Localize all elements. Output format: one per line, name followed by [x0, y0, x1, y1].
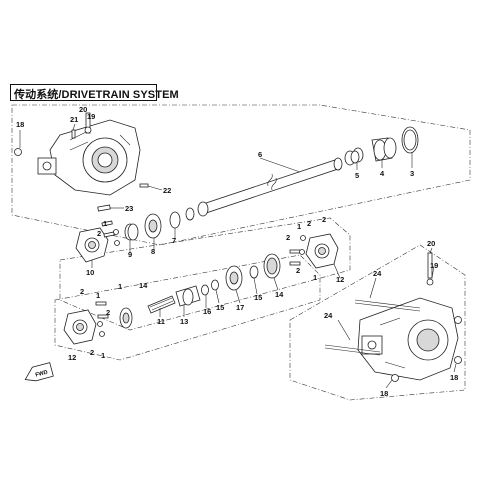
callout-12-right: 12 — [336, 275, 344, 284]
housing-bolts — [71, 129, 149, 212]
forward-arrow-label: FWD — [35, 370, 49, 379]
callout-1-low-c: 1 — [101, 351, 105, 360]
callout-8: 8 — [151, 247, 155, 256]
callout-1: 1 — [103, 219, 107, 228]
lower-assembly-frame — [54, 254, 321, 361]
callout-2-low-c: 2 — [90, 348, 94, 357]
main-driveshaft — [197, 147, 364, 217]
callout-15: 15 — [254, 293, 262, 302]
callout-labels: 18 20 19 21 6 5 4 3 22 23 1 2 7 8 9 10 2… — [16, 105, 458, 398]
callout-4: 4 — [380, 169, 385, 178]
mount-bushings — [14, 148, 462, 382]
callout-7: 7 — [172, 236, 176, 245]
callout-17: 17 — [236, 303, 244, 312]
callout-20: 20 — [79, 105, 87, 114]
callout-2-low-b: 2 — [106, 308, 110, 317]
callout-10: 10 — [86, 268, 94, 277]
callout-23: 23 — [125, 204, 133, 213]
callout-2-mid-d: 2 — [296, 266, 300, 275]
callout-14-right: 14 — [275, 290, 284, 299]
flange-bolts-front — [101, 220, 120, 246]
leader-lines — [19, 123, 457, 389]
long-bolts — [324, 299, 421, 356]
upper-assembly-frame — [11, 104, 471, 246]
callout-1-low-b: 1 — [96, 291, 100, 300]
callout-2-mid-b: 2 — [307, 219, 311, 228]
callout-19: 19 — [87, 112, 95, 121]
callout-9: 9 — [128, 250, 132, 259]
front-flange — [75, 227, 109, 263]
callout-18: 18 — [16, 120, 24, 129]
callout-20-rear: 20 — [427, 239, 435, 248]
callout-12-left: 12 — [68, 353, 76, 362]
callout-2-low-a: 2 — [80, 287, 84, 296]
callout-22: 22 — [163, 186, 171, 195]
vent-tube-rear — [426, 252, 434, 286]
forward-arrow-icon: FWD — [24, 362, 54, 382]
callout-2: 2 — [97, 229, 101, 238]
callout-19-rear: 19 — [430, 261, 438, 270]
callout-1-low-a: 1 — [118, 282, 122, 291]
upper-shaft-small-parts — [124, 207, 195, 241]
lower-left-flange — [63, 301, 133, 345]
callout-18-rear-a: 18 — [450, 373, 458, 382]
callout-24-a: 24 — [373, 269, 382, 278]
diagram-title-box: 传动系统/DRIVETRAIN SYSTEM — [10, 84, 179, 101]
callout-3: 3 — [410, 169, 414, 178]
front-differential-housing — [37, 119, 141, 196]
callout-21: 21 — [70, 115, 78, 124]
diagram-title: 传动系统/DRIVETRAIN SYSTEM — [14, 89, 179, 101]
callout-13: 13 — [180, 317, 188, 326]
callout-1-mid-a: 1 — [297, 222, 301, 231]
callout-16: 16 — [203, 307, 211, 316]
callout-11: 11 — [157, 317, 165, 326]
callout-2-mid-c: 2 — [322, 215, 326, 224]
callout-15-b: 15 — [216, 303, 224, 312]
callout-24-b: 24 — [324, 311, 333, 320]
callout-18-rear-b: 18 — [380, 389, 388, 398]
middle-shaft-parts — [147, 253, 281, 314]
vent-tube-front — [84, 112, 92, 134]
rear-differential-housing — [357, 297, 459, 381]
rear-assembly-frame — [289, 244, 466, 401]
rear-shaft-boot-parts — [350, 126, 419, 164]
callout-5: 5 — [355, 171, 359, 180]
callout-1-mid-b: 1 — [313, 273, 317, 282]
callout-14-left: 14 — [139, 281, 148, 290]
middle-assembly-frame — [59, 217, 351, 331]
callout-6: 6 — [258, 150, 262, 159]
callout-2-mid-a: 2 — [286, 233, 290, 242]
middle-right-flange — [289, 233, 339, 269]
